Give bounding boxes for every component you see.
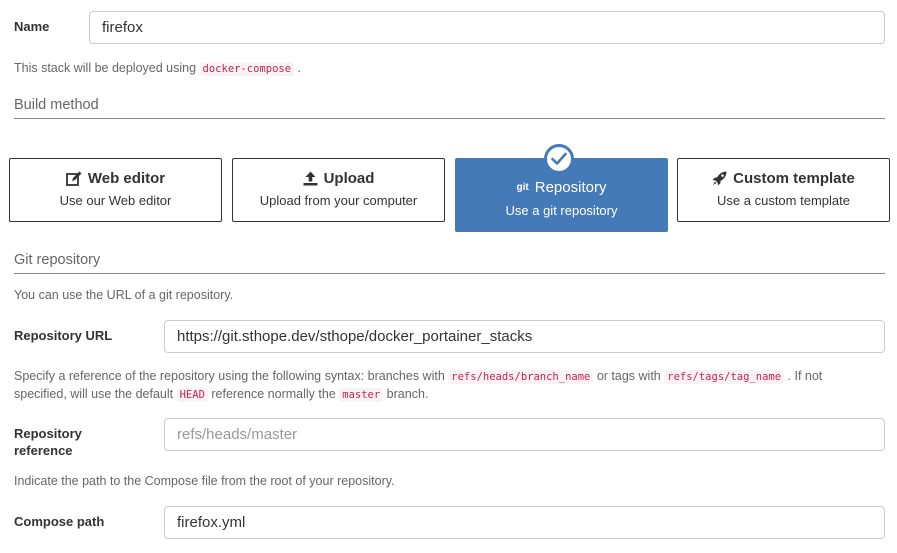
- method-upload-title: Upload: [323, 170, 375, 187]
- method-web-editor-title: Web editor: [87, 170, 166, 187]
- name-label: Name: [14, 19, 50, 34]
- git-icon: git: [516, 182, 529, 193]
- upload-icon: [303, 171, 318, 186]
- reference-help-code3: HEAD: [176, 388, 208, 402]
- method-custom-template-title-row: Custom template: [678, 170, 889, 187]
- compose-help: Indicate the path to the Compose file fr…: [14, 474, 395, 488]
- method-upload[interactable]: Upload Upload from your computer: [232, 158, 445, 222]
- method-web-editor-title-row: Web editor: [10, 170, 221, 187]
- reference-help-code2: refs/tags/tag_name: [664, 370, 785, 384]
- deploy-note-code: docker-compose: [199, 62, 295, 76]
- method-repository-desc: Use a git repository: [505, 203, 618, 218]
- reference-help-part4: specified, will use the default: [14, 387, 174, 401]
- reference-help-code1: refs/heads/branch_name: [448, 370, 594, 384]
- method-repository-title: Repository: [534, 179, 607, 196]
- method-custom-template-desc: Use a custom template: [717, 193, 850, 208]
- reference-help-part2: or tags with: [596, 369, 661, 383]
- deploy-note-prefix: This stack will be deployed using: [14, 61, 197, 75]
- compose-path-label: Compose path: [14, 514, 105, 529]
- method-repository-title-row: git Repository: [456, 179, 667, 196]
- method-upload-title-row: Upload: [233, 170, 444, 187]
- method-custom-template[interactable]: Custom template Use a custom template: [677, 158, 890, 222]
- name-input[interactable]: [89, 11, 885, 44]
- deploy-note: This stack will be deployed using docker…: [14, 60, 301, 78]
- method-repository[interactable]: git Repository Use a git repository: [455, 144, 668, 232]
- method-web-editor-desc: Use our Web editor: [59, 193, 172, 208]
- repository-reference-input[interactable]: [164, 418, 885, 451]
- reference-help-part3: . If not: [787, 369, 823, 383]
- reference-help-part5: reference normally the: [211, 387, 336, 401]
- method-upload-desc: Upload from your computer: [259, 193, 418, 208]
- method-web-editor[interactable]: Web editor Use our Web editor: [9, 158, 222, 222]
- repository-reference-label-line1: Repository: [14, 426, 82, 441]
- git-intro: You can use the URL of a git repository.: [14, 288, 234, 302]
- reference-help-part1: Specify a reference of the repository us…: [14, 369, 445, 383]
- reference-help: Specify a reference of the repository us…: [14, 368, 889, 404]
- method-custom-template-title: Custom template: [733, 170, 855, 187]
- repository-url-label: Repository URL: [14, 328, 113, 343]
- deploy-note-suffix: .: [297, 61, 302, 75]
- build-method-title: Build method: [14, 97, 885, 119]
- repository-url-input[interactable]: [164, 320, 885, 353]
- compose-path-input[interactable]: [164, 506, 885, 539]
- rocket-icon: [712, 171, 727, 186]
- repository-reference-label-line2: reference: [14, 443, 73, 458]
- reference-help-code4: master: [339, 388, 384, 402]
- edit-icon: [65, 171, 82, 186]
- reference-help-part6: branch.: [386, 387, 429, 401]
- repository-reference-label: Repository reference: [14, 425, 82, 459]
- selected-check-icon: [544, 144, 574, 174]
- git-repository-title: Git repository: [14, 252, 885, 274]
